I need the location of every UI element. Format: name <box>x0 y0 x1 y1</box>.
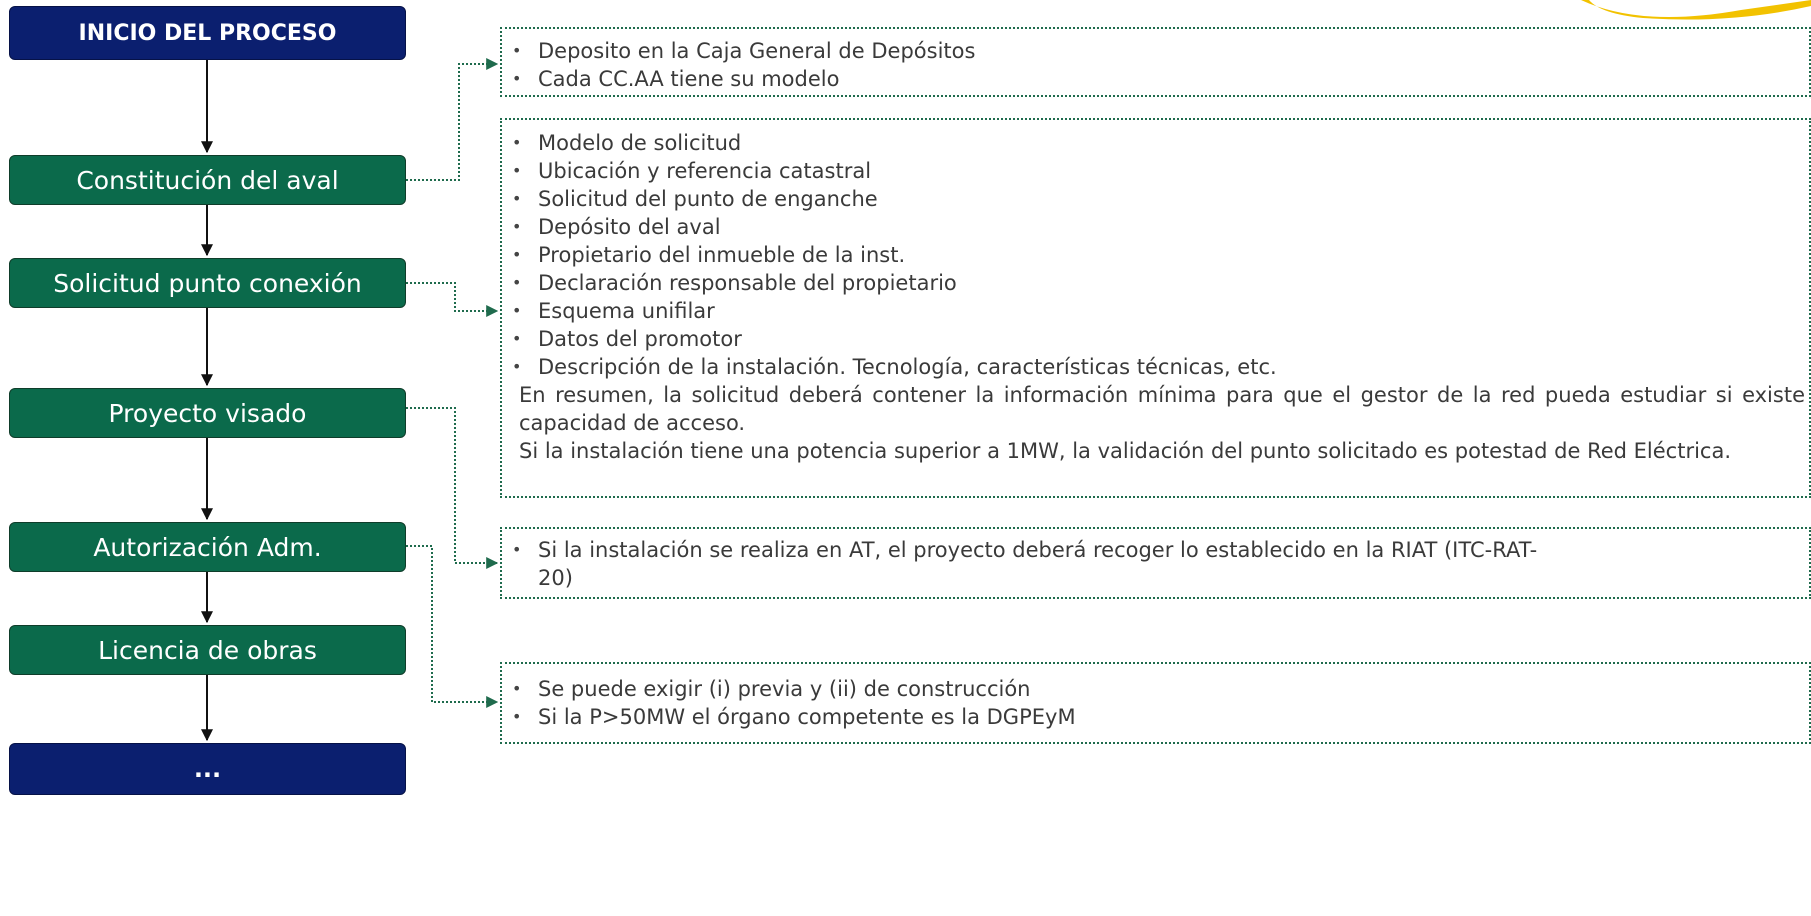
info-box-autorizacion: Se puede exigir (i) previa y (ii) de con… <box>500 662 1811 744</box>
end-process-label: ... <box>193 755 222 783</box>
bullet-item: Esquema unifilar <box>502 297 1809 325</box>
summary-paragraph: Si la instalación tiene una potencia sup… <box>519 439 1732 463</box>
connector-solicitud <box>406 282 499 317</box>
bullet-item: Si la P>50MW el órgano competente es la … <box>502 703 1809 731</box>
step-label: Solicitud punto conexión <box>53 268 362 298</box>
step-proyecto-visado: Proyecto visado <box>9 388 406 438</box>
step-label: Proyecto visado <box>108 398 307 428</box>
step-solicitud-punto-conexion: Solicitud punto conexión <box>9 258 406 308</box>
bullet-item: Cada CC.AA tiene su modelo <box>502 65 1809 93</box>
start-process-box: INICIO DEL PROCESO <box>9 6 406 60</box>
connector-proyecto <box>406 407 499 569</box>
logo-arc-fragment <box>1581 0 1811 20</box>
bullet-item: Datos del promotor <box>502 325 1809 353</box>
bullet-item: Declaración responsable del propietario <box>502 269 1809 297</box>
bullet-item: Modelo de solicitud <box>502 129 1809 157</box>
connector-aval <box>406 58 499 181</box>
step-autorizacion-adm: Autorización Adm. <box>9 522 406 572</box>
bullet-item: Ubicación y referencia catastral <box>502 157 1809 185</box>
connector-autorizacion <box>406 545 499 708</box>
step-label: Autorización Adm. <box>93 532 322 562</box>
info-box-solicitud: Modelo de solicitud Ubicación y referenc… <box>500 118 1811 498</box>
step-licencia-obras: Licencia de obras <box>9 625 406 675</box>
step-label: Licencia de obras <box>98 635 317 665</box>
bullet-item: Descripción de la instalación. Tecnologí… <box>502 353 1809 381</box>
bullet-item: Depósito del aval <box>502 213 1809 241</box>
summary-paragraph: En resumen, la solicitud deberá contener… <box>519 383 1805 435</box>
bullet-item: Propietario del inmueble de la inst. <box>502 241 1809 269</box>
bullet-item: Se puede exigir (i) previa y (ii) de con… <box>502 675 1809 703</box>
end-process-box: ... <box>9 743 406 795</box>
info-box-proyecto: Si la instalación se realiza en AT, el p… <box>500 527 1811 599</box>
step-label: Constitución del aval <box>76 165 339 195</box>
bullet-item: Solicitud del punto de enganche <box>502 185 1809 213</box>
info-box-aval: Deposito en la Caja General de Depósitos… <box>500 27 1811 97</box>
start-process-label: INICIO DEL PROCESO <box>78 20 337 46</box>
step-constitucion-aval: Constitución del aval <box>9 155 406 205</box>
bullet-item: Si la instalación se realiza en AT, el p… <box>502 536 1809 592</box>
bullet-item: Deposito en la Caja General de Depósitos <box>502 37 1809 65</box>
